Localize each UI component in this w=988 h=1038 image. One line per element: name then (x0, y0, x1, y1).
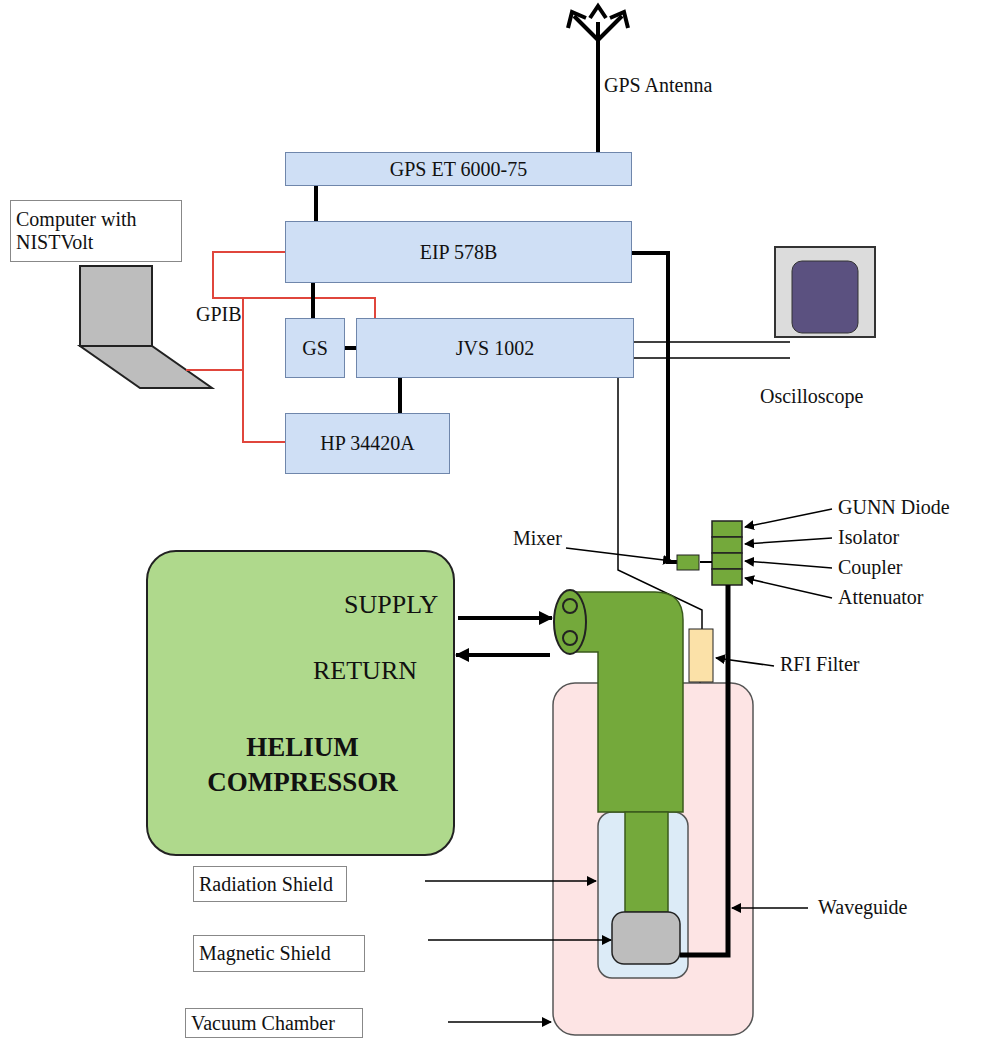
connector (311, 283, 315, 318)
leader-lines (425, 509, 832, 1022)
compressor-box: SUPPLY RETURN HELIUM COMPRESSOR (146, 550, 455, 856)
instrument-box: EIP 578B (285, 221, 632, 283)
node-text: HP 34420A (320, 432, 414, 455)
part-label: GPS Antenna (604, 74, 712, 97)
rfi-filter (689, 629, 713, 682)
instrument-box: JVS 1002 (356, 318, 634, 378)
node-text: GPS ET 6000-75 (390, 158, 527, 181)
node-text: EIP 578B (420, 241, 498, 264)
part-label: Isolator (838, 526, 899, 549)
part-label: RFI Filter (780, 653, 859, 676)
waveguide (680, 585, 728, 955)
node-text: Magnetic Shield (199, 942, 331, 965)
compressor-text: RETURN (313, 656, 417, 686)
node-text: Radiation Shield (199, 873, 333, 896)
node-text: Computer with NISTVolt (16, 208, 176, 254)
instrument-box: GS (285, 318, 345, 378)
node-text: GS (302, 337, 328, 360)
compressor-text: SUPPLY (344, 590, 438, 620)
instrument-box: HP 34420A (285, 413, 450, 474)
compressor-text: HELIUM COMPRESSOR (168, 730, 437, 800)
helium-ports (554, 590, 586, 654)
part-label: Waveguide (818, 896, 907, 919)
part-label-box: Radiation Shield (193, 866, 347, 902)
node-text: JVS 1002 (456, 337, 534, 360)
part-label: Oscilloscope (760, 385, 863, 408)
josephson-chip (612, 912, 680, 964)
part-label: Coupler (838, 556, 902, 579)
part-label-box: Magnetic Shield (193, 935, 365, 972)
oscilloscope-icon (775, 247, 875, 337)
mixer (677, 555, 699, 570)
part-label: Attenuator (838, 586, 924, 609)
gunn-stack (712, 521, 742, 585)
connector (398, 378, 402, 413)
connector (345, 346, 356, 350)
part-label: GUNN Diode (838, 496, 950, 519)
cold-head (570, 592, 683, 812)
radiation-shield (598, 812, 688, 978)
node-text: Vacuum Chamber (191, 1012, 335, 1035)
part-label: GPIB (196, 303, 242, 326)
connector (314, 186, 318, 221)
part-label-box: Vacuum Chamber (185, 1008, 363, 1038)
computer-label: Computer with NISTVolt (10, 200, 182, 262)
part-label: Mixer (513, 527, 562, 550)
instrument-box: GPS ET 6000-75 (285, 152, 632, 186)
